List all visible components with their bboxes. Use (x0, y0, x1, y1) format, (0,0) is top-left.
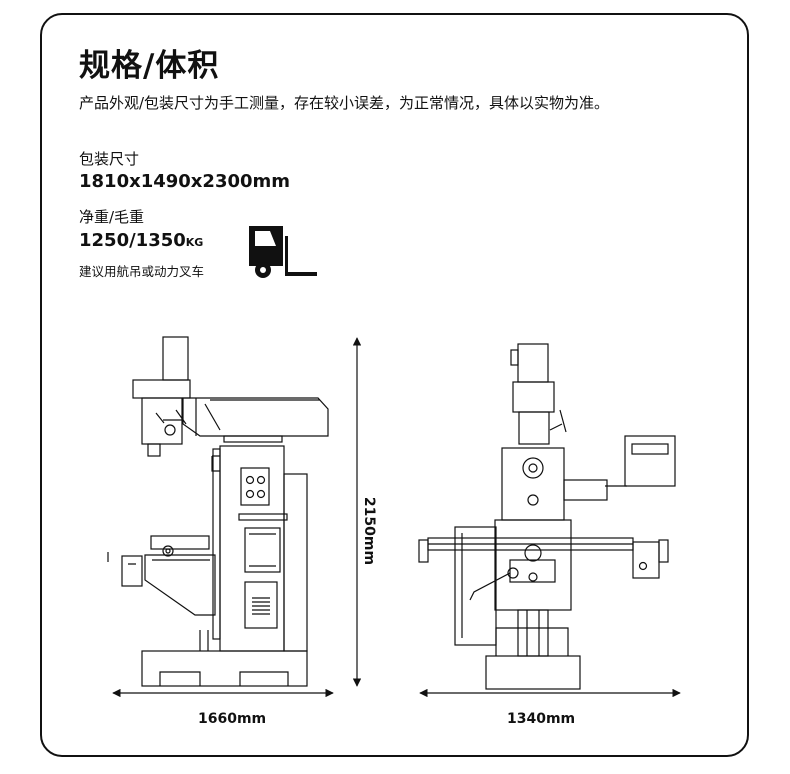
measurement-note: 产品外观/包装尺寸为手工测量，存在较小误差，为正常情况，具体以实物为准。 (79, 94, 610, 112)
package-size-label: 包装尺寸 (79, 150, 140, 168)
side-view (107, 336, 329, 687)
package-size-value: 1810x1490x2300mm (79, 171, 291, 192)
weight-unit: KG (185, 236, 204, 249)
page-title: 规格/体积 (79, 48, 220, 84)
height-dimension-label: 2150mm (361, 496, 378, 566)
handling-note: 建议用航吊或动力叉车 (79, 264, 205, 279)
weight-label: 净重/毛重 (79, 208, 145, 226)
forklift-icon (249, 226, 317, 278)
weight-value: 1250/1350KG (79, 230, 204, 251)
spec-card (40, 13, 749, 757)
front-view (418, 343, 676, 690)
width-dimension-label: 1340mm (507, 711, 576, 727)
depth-dimension-label: 1660mm (198, 711, 267, 727)
